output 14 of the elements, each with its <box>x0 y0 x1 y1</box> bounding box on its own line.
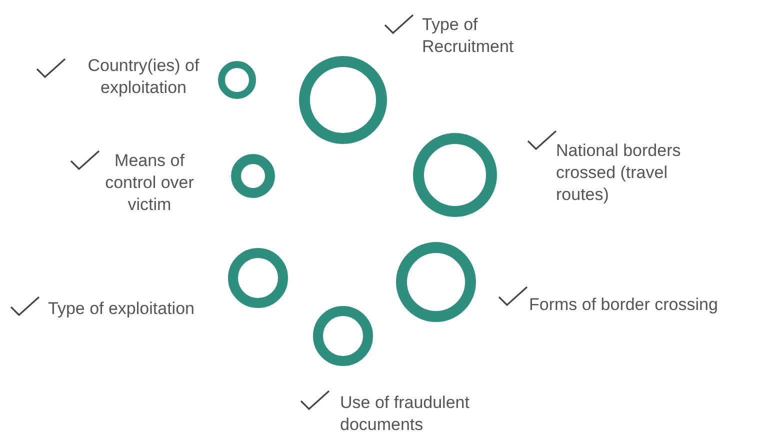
ring-circle <box>299 56 387 144</box>
item-label: Use of fraudulent documents <box>340 392 470 434</box>
ring-circle <box>396 242 476 322</box>
ring-circle <box>228 248 288 308</box>
item-label: Means of control over victim <box>104 150 195 216</box>
ring-circle <box>413 133 497 217</box>
ring-circle <box>231 154 275 198</box>
item-label: National borders crossed (travel routes) <box>556 140 682 206</box>
item-label: Type of exploitation <box>48 298 196 320</box>
item-label: Country(ies) of exploitation <box>86 55 200 99</box>
item-label: Type of Recruitment <box>422 14 515 58</box>
item-label: Forms of border crossing <box>529 294 719 316</box>
ring-circle <box>313 306 373 366</box>
ring-circle <box>218 61 256 99</box>
